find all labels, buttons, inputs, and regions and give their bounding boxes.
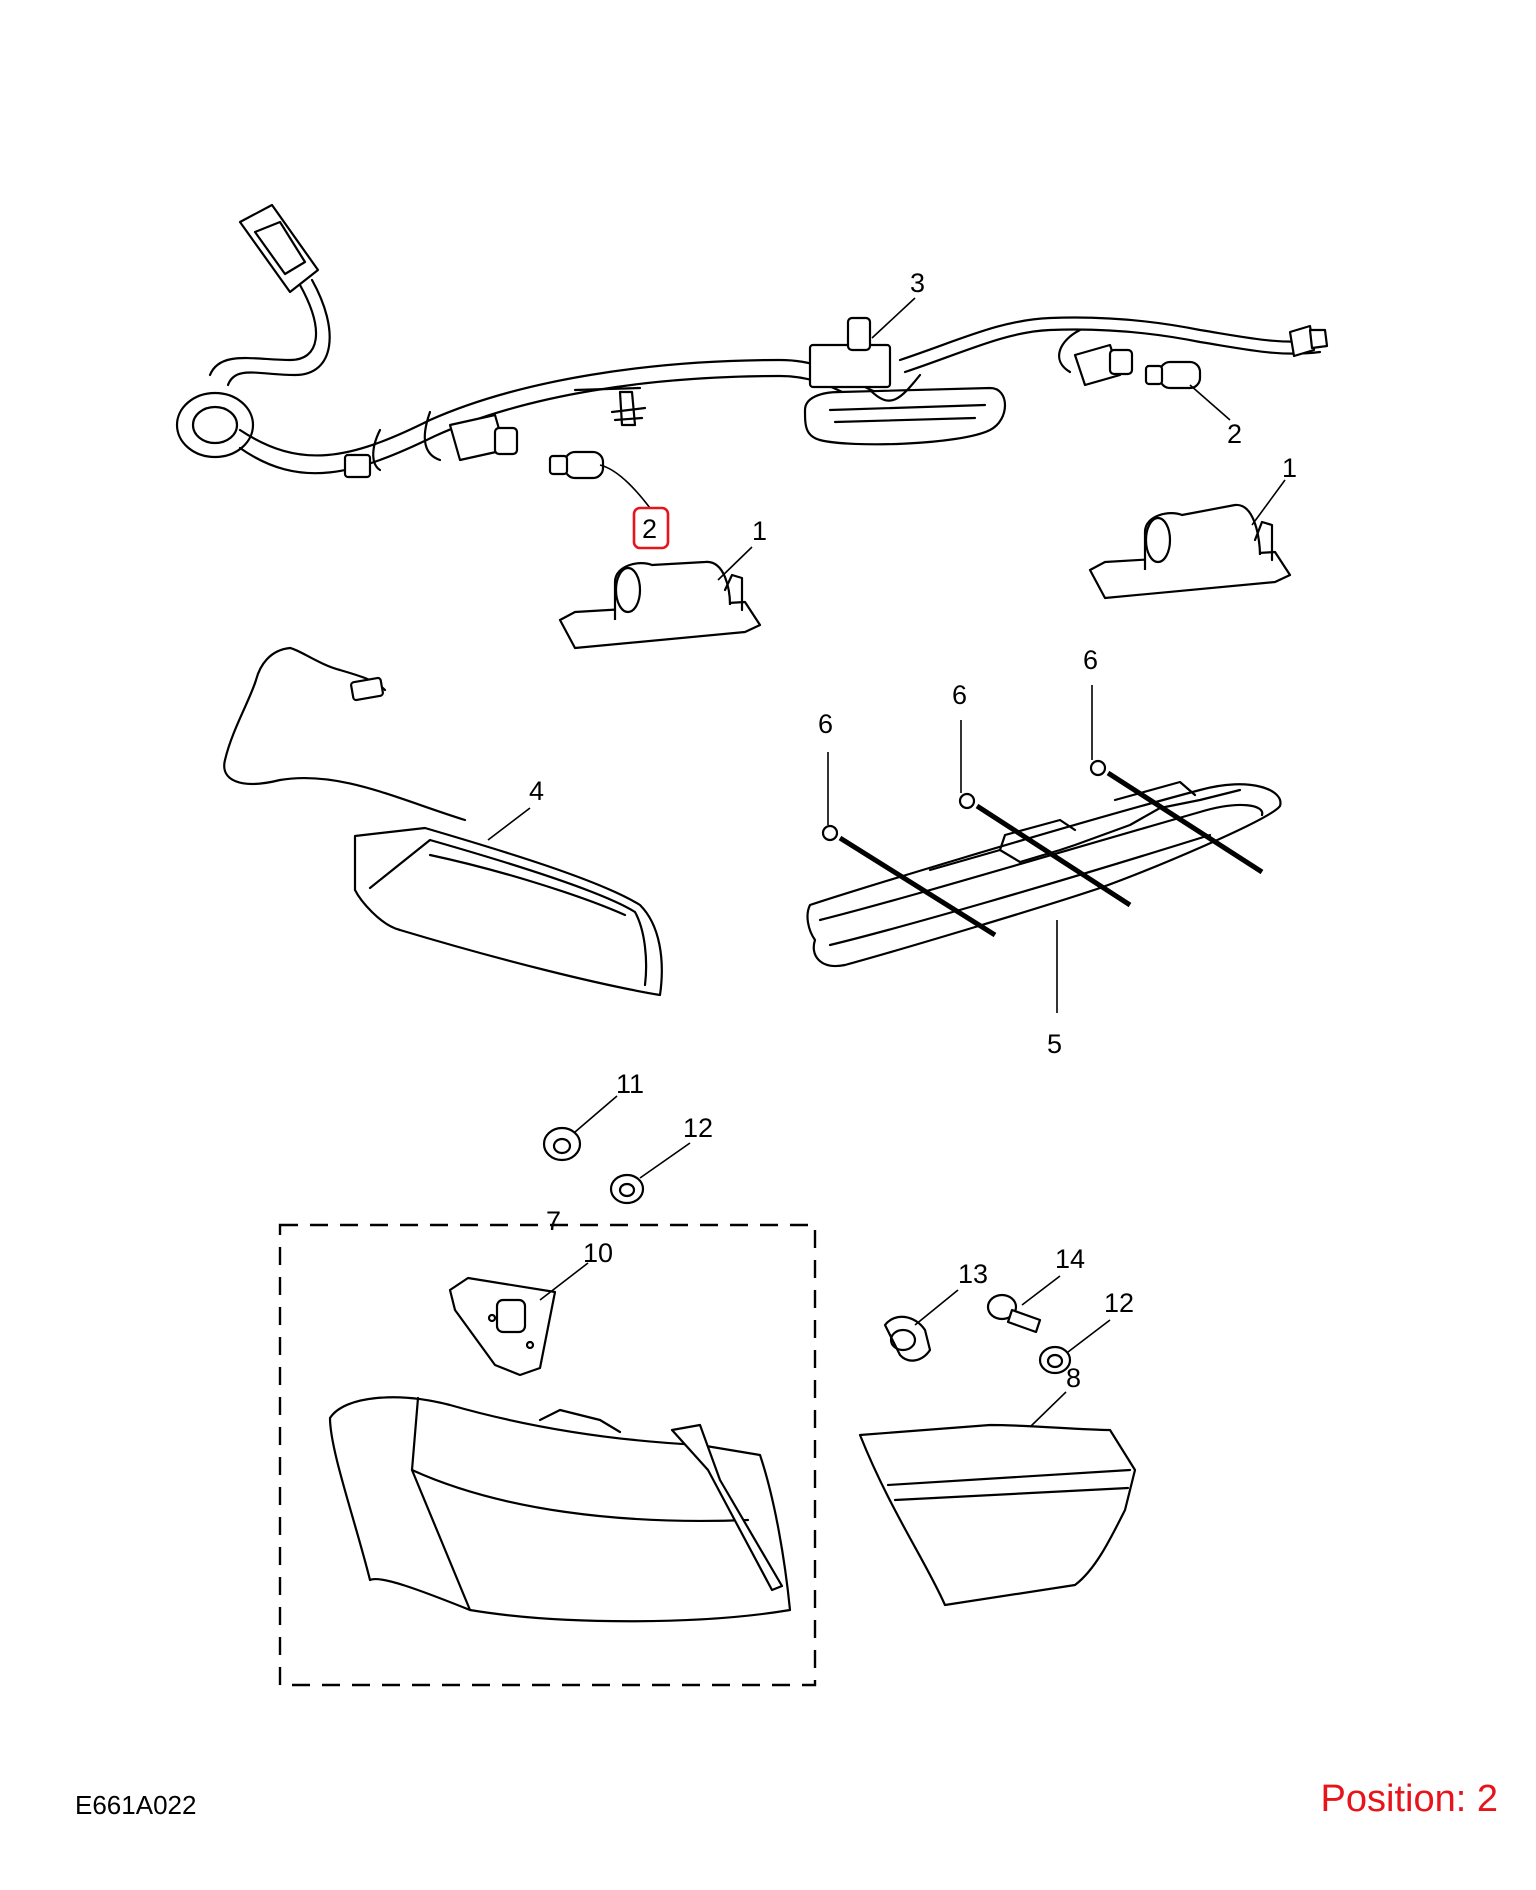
callout-5[interactable]: 5 <box>1047 1029 1062 1059</box>
screws <box>821 759 1264 938</box>
callout-3[interactable]: 3 <box>910 268 925 298</box>
inner-rear-lamp <box>858 1423 1137 1607</box>
callout-11[interactable]: 11 <box>616 1069 644 1099</box>
callout-6-mid[interactable]: 6 <box>952 680 967 710</box>
rear-lamp-kit <box>278 1223 817 1687</box>
selected-callout-highlight <box>632 506 670 550</box>
callout-12-bottom[interactable]: 12 <box>1104 1288 1134 1318</box>
callout-4[interactable]: 4 <box>529 776 544 806</box>
leader-lines <box>487 297 1286 1428</box>
callout-7[interactable]: 7 <box>546 1206 561 1236</box>
switch-and-handle <box>803 316 1006 446</box>
stop-lamp-lens <box>223 646 663 997</box>
callout-labels: 3 2 2 1 1 4 6 6 6 5 11 12 7 10 13 14 12 … <box>529 268 1297 1393</box>
callout-2-right[interactable]: 2 <box>1227 419 1242 449</box>
callout-14[interactable]: 14 <box>1055 1244 1085 1274</box>
nut-11 <box>542 1126 582 1162</box>
bulb-right <box>1144 360 1202 390</box>
callout-8[interactable]: 8 <box>1066 1363 1081 1393</box>
callout-6-right[interactable]: 6 <box>1083 645 1098 675</box>
callout-10[interactable]: 10 <box>583 1238 613 1268</box>
position-indicator: Position: 2 <box>1320 1778 1498 1820</box>
callout-2-left[interactable]: 2 <box>642 514 657 544</box>
callout-13[interactable]: 13 <box>958 1259 988 1289</box>
licence-lamp-left <box>558 560 762 650</box>
centre-lamp-assembly <box>806 780 1282 968</box>
callout-1-right[interactable]: 1 <box>1282 453 1297 483</box>
callout-12-top[interactable]: 12 <box>683 1113 713 1143</box>
callout-6-left[interactable]: 6 <box>818 709 833 739</box>
drawing-code: E661A022 <box>75 1790 197 1820</box>
clip-13 <box>883 1315 932 1362</box>
washer-12-top <box>609 1173 645 1205</box>
callout-1-left[interactable]: 1 <box>752 516 767 546</box>
bulb-left <box>548 450 605 480</box>
licence-lamp-right <box>1088 503 1292 600</box>
wiring-harness <box>175 203 1329 479</box>
washer-12-bottom <box>1038 1345 1072 1375</box>
bolt-14 <box>986 1293 1042 1334</box>
